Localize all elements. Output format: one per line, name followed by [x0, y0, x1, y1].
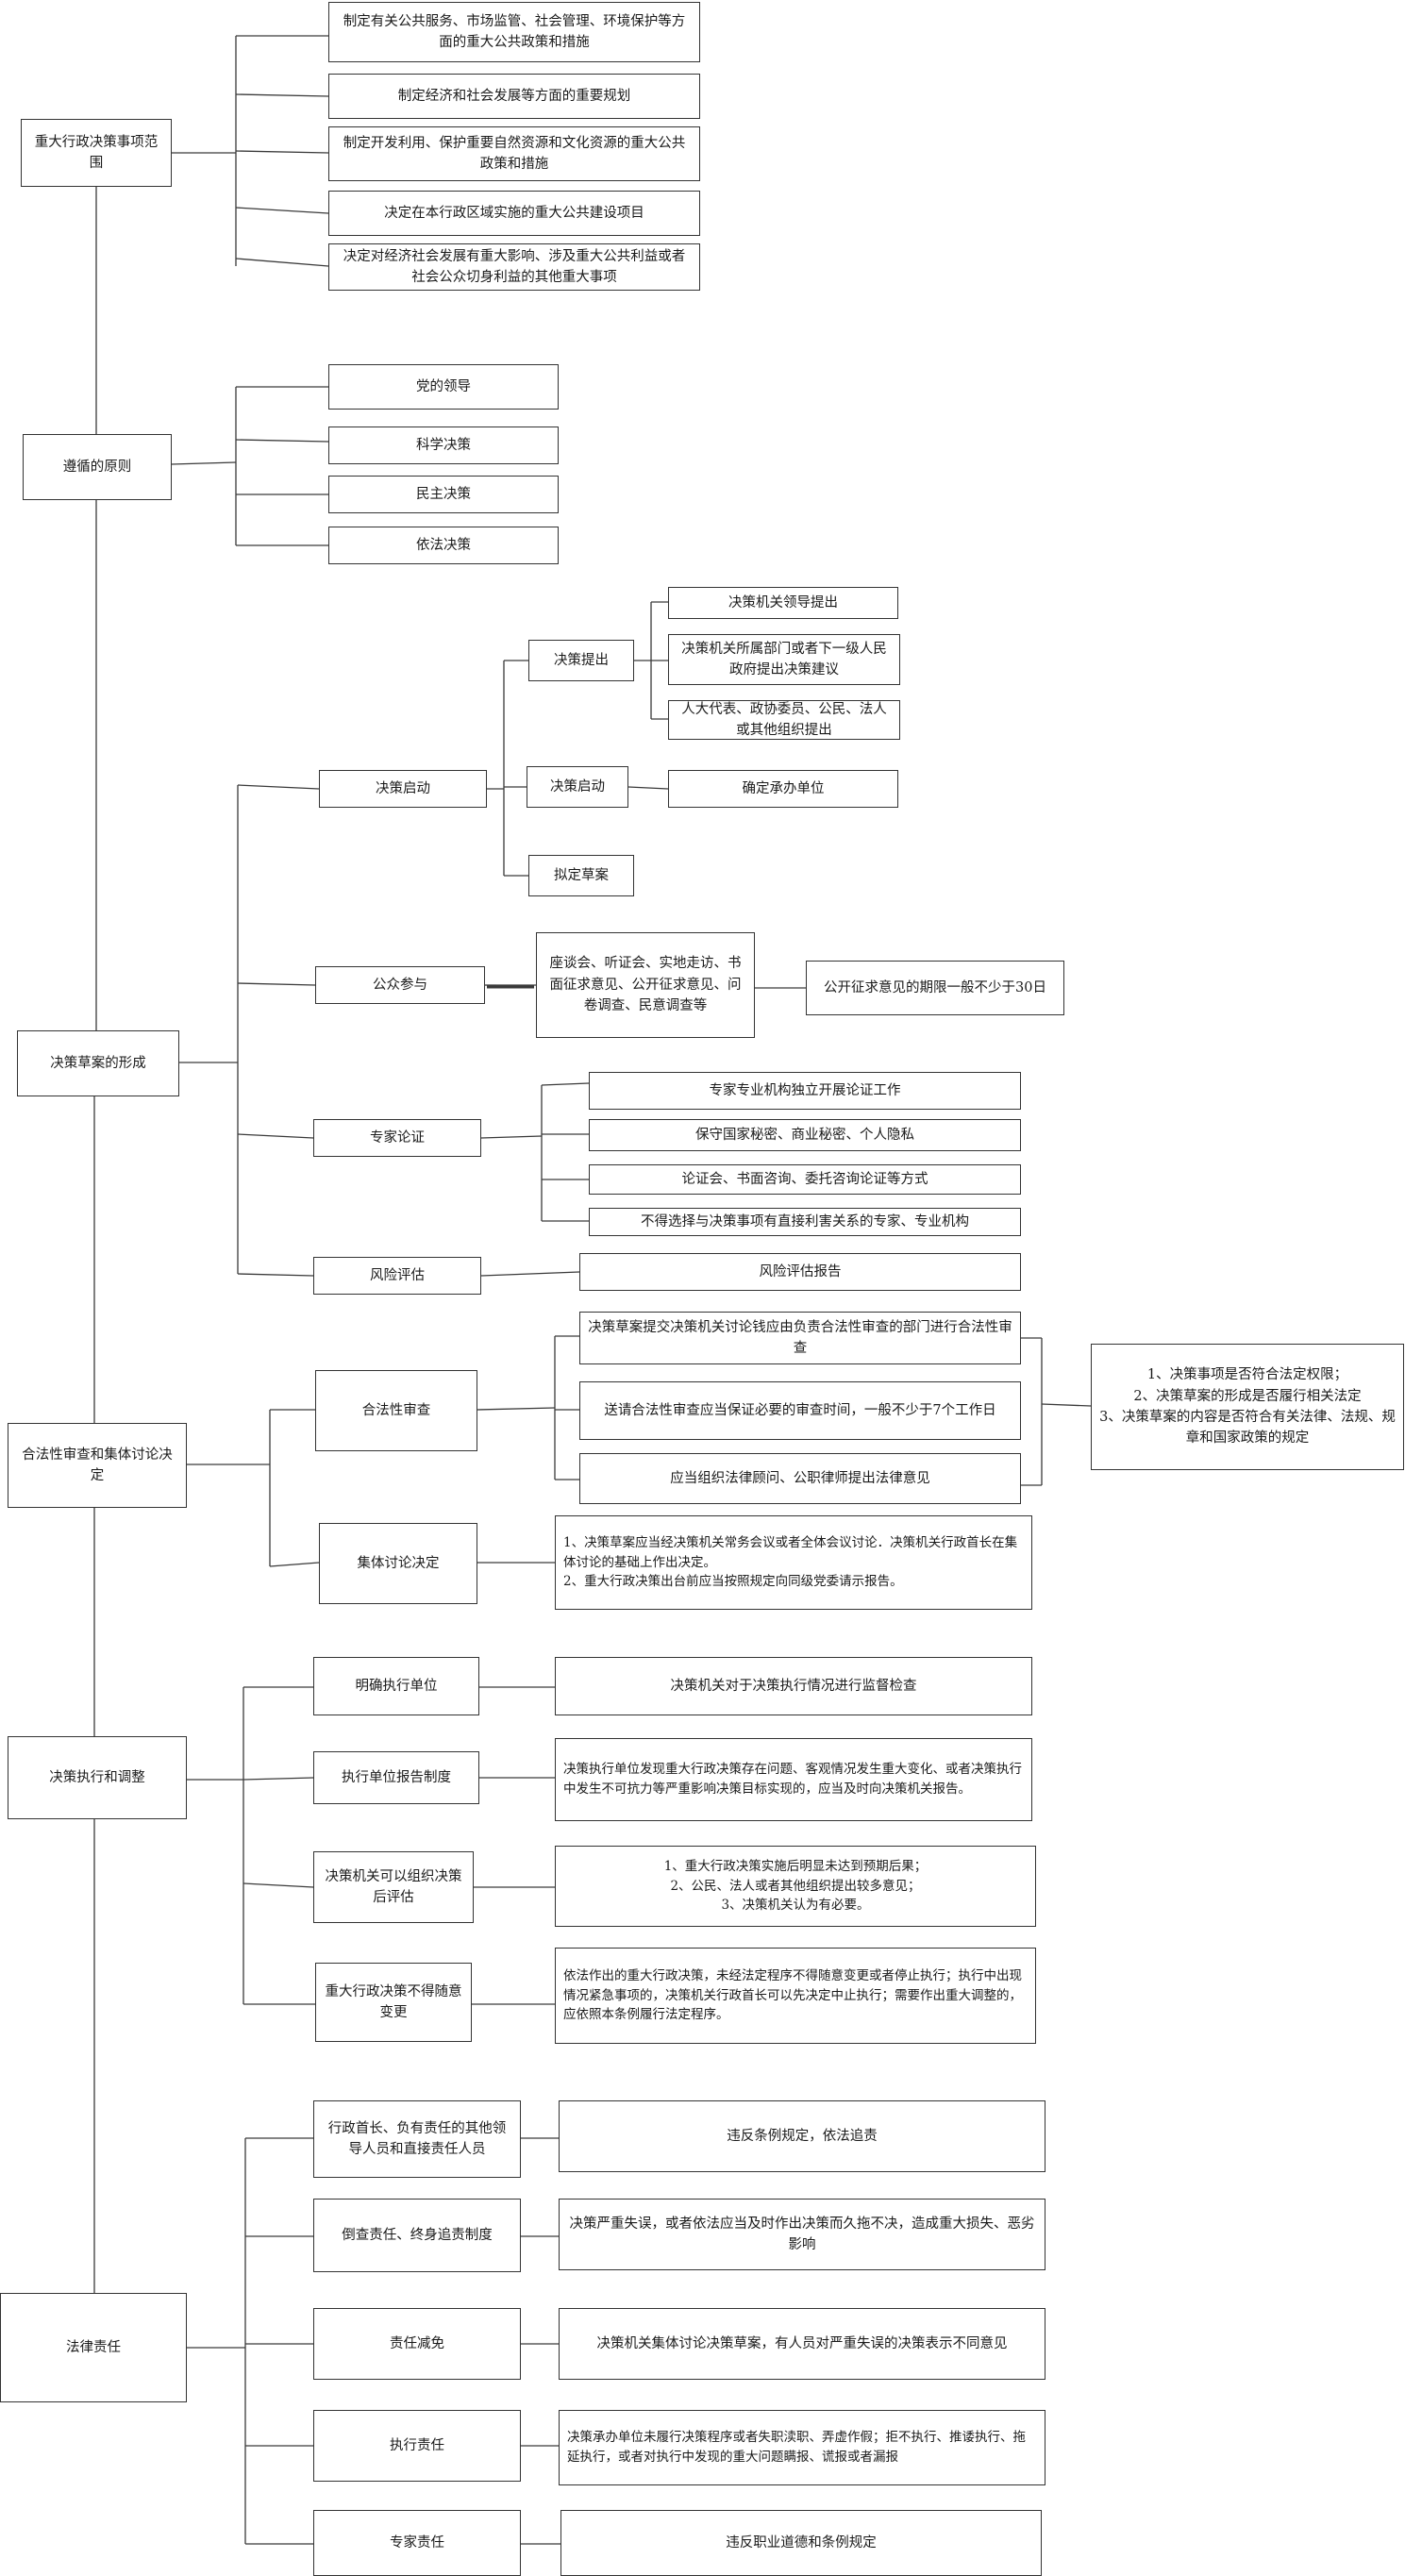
connector-line: [235, 207, 329, 214]
connector-line: [237, 1133, 314, 1139]
connector-line: [237, 982, 316, 986]
connector-line: [243, 1882, 314, 1888]
propose-item: 决策机关领导提出: [668, 587, 898, 619]
liability-row-text: 违反职业道德和条例规定: [560, 2510, 1042, 2576]
risk-item: 风险评估报告: [579, 1253, 1021, 1291]
risk-title: 风险评估: [313, 1257, 481, 1295]
scope-item: 制定经济和社会发展等方面的重要规划: [328, 74, 700, 119]
legality-title: 合法性审查: [315, 1370, 477, 1451]
connector-line: [235, 150, 329, 154]
principle-item: 依法决策: [328, 527, 559, 564]
execution-row-label: 执行单位报告制度: [313, 1751, 479, 1804]
connector-line: [235, 258, 329, 267]
connector-line: [1041, 1403, 1092, 1407]
execution-row-text: 决策执行单位发现重大行政决策存在问题、客观情况发生重大变化、或者决策执行中发生不…: [555, 1738, 1032, 1821]
connector-line: [480, 1271, 580, 1277]
collective-text: 1、决策草案应当经决策机关常务会议或者全体会议讨论．决策机关行政首长在集体讨论的…: [555, 1515, 1032, 1610]
liability-title: 法律责任: [0, 2293, 187, 2402]
draft-title: 拟定草案: [528, 855, 634, 896]
scope-item: 制定有关公共服务、市场监管、社会管理、环境保护等方面的重大公共政策和措施: [328, 2, 700, 62]
legality-contents: 1、决策事项是否符合法定权限； 2、决策草案的形成是否履行相关法定 3、决策草案…: [1091, 1344, 1404, 1470]
connector-line: [171, 461, 237, 465]
execution-row-label: 决策机关可以组织决策后评估: [313, 1851, 474, 1923]
execution-row-text: 依法作出的重大行政决策，未经法定程序不得随意变更或者停止执行；执行中出现情况紧急…: [555, 1948, 1036, 2044]
legality-item: 决策草案提交决策机关讨论钱应由负责合法性审查的部门进行合法性审查: [579, 1312, 1021, 1364]
connector-line: [243, 1777, 314, 1781]
connector-line: [480, 1135, 543, 1139]
formation-title: 决策草案的形成: [17, 1030, 179, 1096]
participation-methods: 座谈会、听证会、实地走访、书面征求意见、公开征求意见、问卷调查、民意调查等: [536, 932, 755, 1038]
collective-title: 集体讨论决定: [319, 1523, 477, 1604]
propose-title: 决策提出: [528, 640, 634, 681]
start-title: 决策启动: [527, 766, 628, 808]
legality-item: 应当组织法律顾问、公职律师提出法律意见: [579, 1453, 1021, 1504]
expert-item: 保守国家秘密、商业秘密、个人隐私: [589, 1119, 1021, 1151]
execution-row-label: 重大行政决策不得随意变更: [315, 1963, 472, 2042]
execution-row-text: 决策机关对于决策执行情况进行监督检查: [555, 1657, 1032, 1715]
legality-item: 送请合法性审查应当保证必要的审查时间，一般不少于7个工作日: [579, 1381, 1021, 1440]
liability-row-text: 决策承办单位未履行决策程序或者失职渎职、弄虚作假；拒不执行、推诿执行、拖延执行，…: [559, 2410, 1045, 2485]
principles-title: 遵循的原则: [23, 434, 172, 500]
expert-item: 不得选择与决策事项有直接利害关系的专家、专业机构: [589, 1208, 1021, 1236]
principle-item: 党的领导: [328, 364, 559, 410]
scope-title: 重大行政决策事项范围: [21, 119, 172, 187]
scope-item: 制定开发利用、保护重要自然资源和文化资源的重大公共政策和措施: [328, 126, 700, 181]
expert-title: 专家论证: [313, 1119, 481, 1157]
connector-line: [237, 1273, 314, 1277]
expert-item: 专家专业机构独立开展论证工作: [589, 1072, 1021, 1110]
liability-row-label: 责任减免: [313, 2308, 521, 2380]
principle-item: 民主决策: [328, 476, 559, 513]
connector-line: [237, 784, 320, 790]
connector-line: [477, 1407, 556, 1411]
connector-line: [235, 93, 329, 97]
start-item: 确定承办单位: [668, 770, 898, 808]
expert-item: 论证会、书面咨询、委托咨询论证等方式: [589, 1164, 1021, 1195]
connector-line: [269, 1562, 320, 1567]
principle-item: 科学决策: [328, 427, 559, 464]
connector-line: [627, 786, 669, 790]
liability-row-text: 决策严重失误，或者依法应当及时作出决策而久拖不决，造成重大损失、恶劣影响: [559, 2199, 1045, 2270]
connector-line: [541, 1082, 590, 1086]
launch-title: 决策启动: [319, 770, 487, 808]
execution-row-label: 明确执行单位: [313, 1657, 479, 1715]
participation-period: 公开征求意见的期限一般不少于30日: [806, 961, 1064, 1015]
execution-title: 决策执行和调整: [8, 1736, 187, 1819]
propose-item: 人大代表、政协委员、公民、法人或其他组织提出: [668, 700, 900, 740]
propose-item: 决策机关所属部门或者下一级人民政府提出决策建议: [668, 634, 900, 685]
scope-item: 决定在本行政区域实施的重大公共建设项目: [328, 191, 700, 236]
liability-row-label: 行政首长、负有责任的其他领导人员和直接责任人员: [313, 2100, 521, 2178]
liability-row-label: 倒查责任、终身追责制度: [313, 2199, 521, 2272]
liability-row-text: 决策机关集体讨论决策草案，有人员对严重失误的决策表示不同意见: [559, 2308, 1045, 2380]
connector-line: [235, 439, 329, 443]
liability-row-label: 执行责任: [313, 2410, 521, 2482]
scope-item: 决定对经济社会发展有重大影响、涉及重大公共利益或者社会公众切身利益的其他重大事项: [328, 243, 700, 291]
liability-row-label: 专家责任: [313, 2510, 521, 2576]
liability-row-text: 违反条例规定，依法追责: [559, 2100, 1045, 2172]
review-title: 合法性审查和集体讨论决定: [8, 1423, 187, 1508]
participation-title: 公众参与: [315, 966, 485, 1004]
execution-row-text: 1、重大行政决策实施后明显未达到预期后果； 2、公民、法人或者其他组织提出较多意…: [555, 1846, 1036, 1927]
